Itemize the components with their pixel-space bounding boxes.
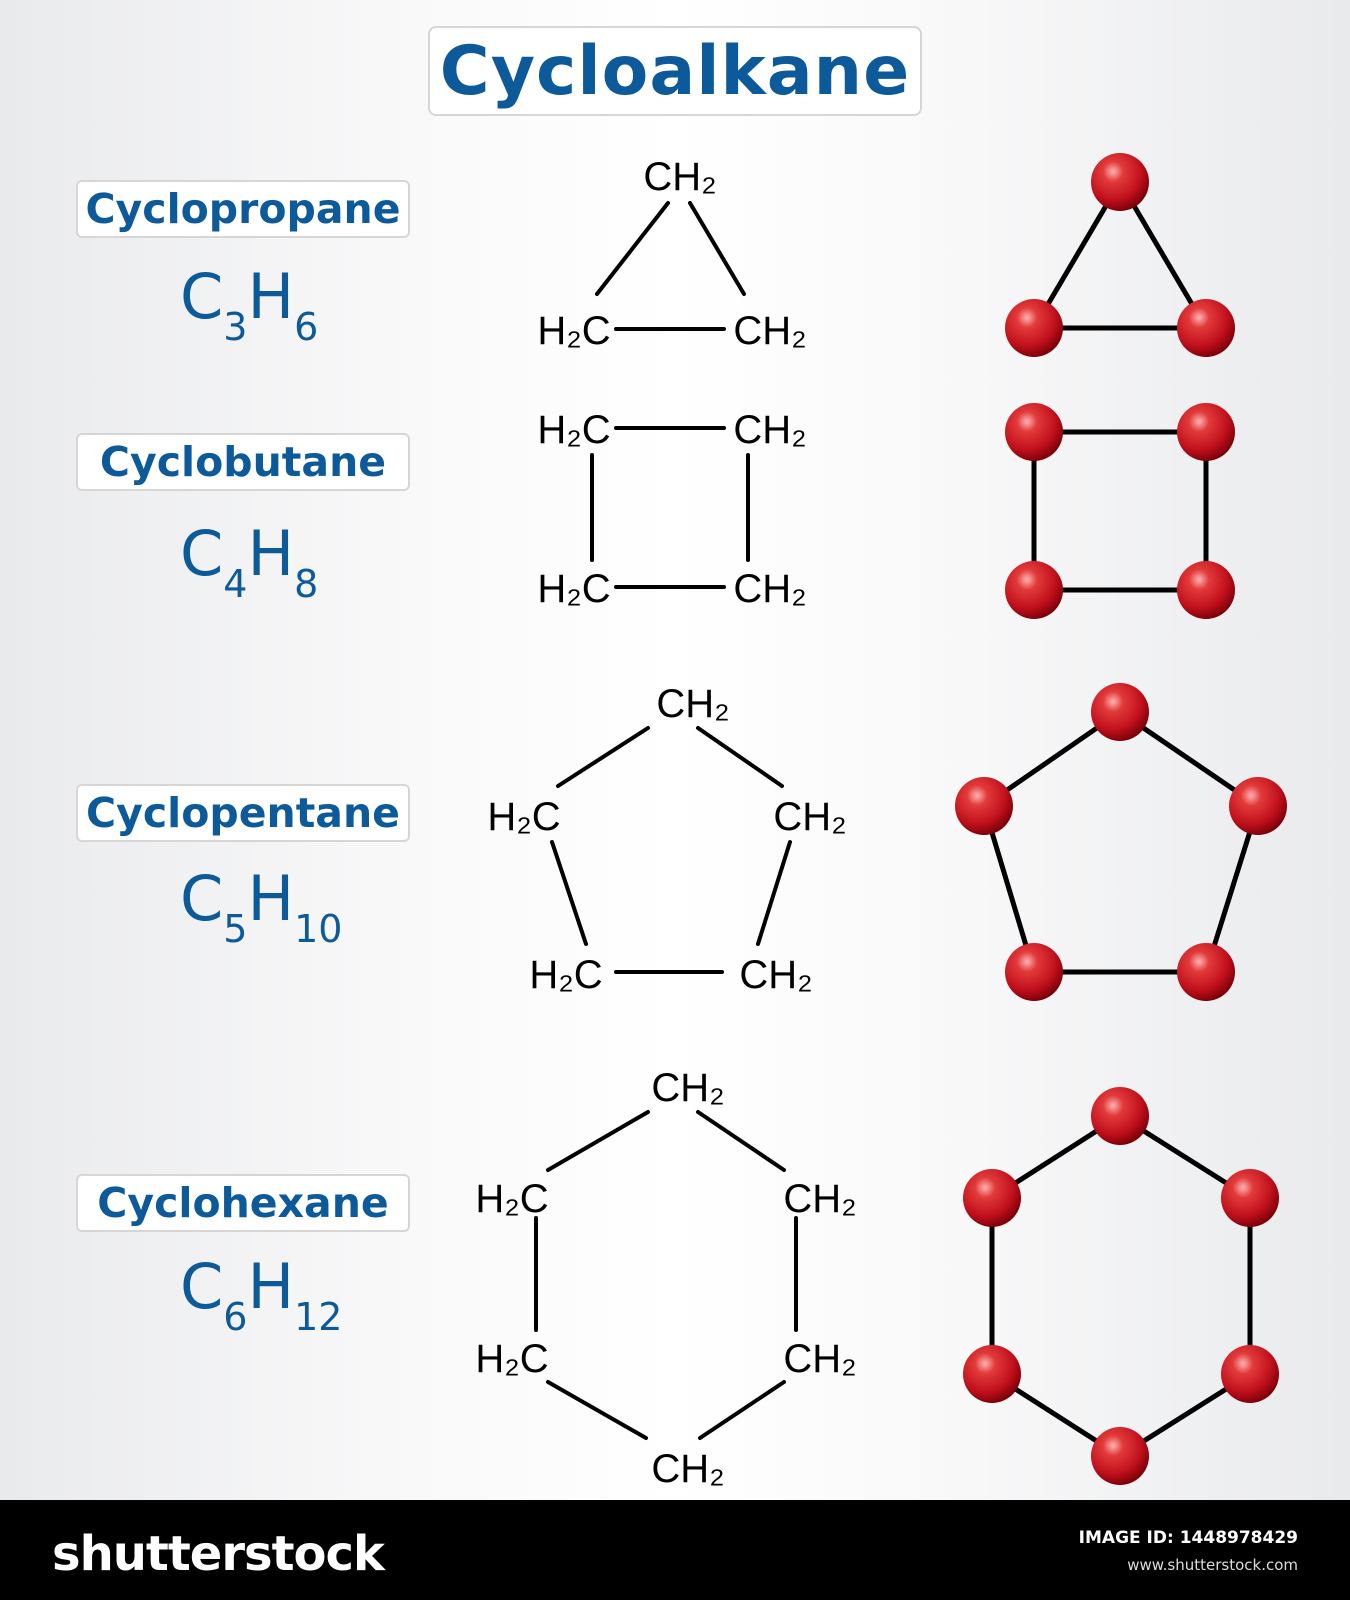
atom-ball bbox=[1221, 1345, 1279, 1403]
atom-ball bbox=[963, 1345, 1021, 1403]
atom-ball bbox=[1005, 299, 1063, 357]
group-label: H₂C bbox=[529, 953, 602, 997]
bond-line bbox=[696, 1110, 786, 1172]
group-label: CH₂ bbox=[733, 309, 806, 353]
bond-line bbox=[698, 1380, 786, 1440]
bond-line bbox=[756, 840, 792, 946]
group-label: CH₂ bbox=[739, 953, 812, 997]
atom-ball bbox=[1005, 561, 1063, 619]
group-label: CH₂ bbox=[643, 155, 716, 199]
formula-cyclohexane: C6H12 bbox=[180, 1250, 343, 1339]
atom-ball bbox=[1091, 1087, 1149, 1145]
title-text: Cycloalkane bbox=[439, 31, 911, 111]
atom-ball bbox=[1091, 153, 1149, 211]
group-label: CH₂ bbox=[651, 1447, 724, 1491]
bond-line bbox=[550, 840, 588, 946]
group-label: CH₂ bbox=[651, 1066, 724, 1110]
atom-ball bbox=[1221, 1169, 1279, 1227]
site-url-text: www.shutterstock.com bbox=[1127, 1556, 1298, 1574]
bond-line bbox=[595, 201, 670, 296]
compound-name-cyclopentane: Cyclopentane bbox=[76, 784, 410, 842]
bond-line bbox=[981, 708, 1261, 975]
group-label: CH₂ bbox=[783, 1337, 856, 1381]
group-label: H₂C bbox=[487, 795, 560, 839]
group-label: H₂C bbox=[537, 567, 610, 611]
atom-ball bbox=[1177, 403, 1235, 461]
bond-line bbox=[546, 1110, 650, 1172]
atom-ball bbox=[1177, 943, 1235, 1001]
atom-ball bbox=[1091, 1427, 1149, 1485]
compound-name-cyclopropane: Cyclopropane bbox=[76, 180, 410, 238]
bond-line bbox=[1029, 177, 1211, 331]
group-label: CH₂ bbox=[733, 567, 806, 611]
group-label: CH₂ bbox=[783, 1177, 856, 1221]
structures-diagram: CH₂ H₂C CH₂ H₂C CH₂ H₂C CH₂ CH₂ H₂C CH₂ … bbox=[475, 153, 1287, 1491]
atom-ball bbox=[1177, 561, 1235, 619]
group-label: H₂C bbox=[475, 1177, 548, 1221]
bond-line bbox=[688, 201, 746, 296]
atom-ball bbox=[963, 1169, 1021, 1227]
atom-ball bbox=[1177, 299, 1235, 357]
group-label: CH₂ bbox=[656, 682, 729, 726]
formula-cyclopentane: C5H10 bbox=[180, 862, 343, 951]
formula-cyclopropane: C3H6 bbox=[180, 260, 319, 349]
brand-logo: shutterstock bbox=[52, 1526, 385, 1582]
atom-ball bbox=[955, 777, 1013, 835]
group-label: H₂C bbox=[475, 1337, 548, 1381]
compound-name-cyclobutane: Cyclobutane bbox=[76, 433, 410, 491]
atom-ball bbox=[1229, 777, 1287, 835]
bond-line bbox=[989, 1113, 1253, 1459]
group-label: H₂C bbox=[537, 309, 610, 353]
bond-line bbox=[546, 1380, 648, 1440]
formula-cyclobutane: C4H8 bbox=[180, 517, 319, 606]
bond-line bbox=[556, 726, 650, 788]
page-title: Cycloalkane bbox=[428, 26, 922, 116]
group-label: CH₂ bbox=[773, 795, 846, 839]
atom-ball bbox=[1005, 943, 1063, 1001]
group-label: CH₂ bbox=[733, 408, 806, 452]
atom-ball bbox=[1091, 683, 1149, 741]
group-label: H₂C bbox=[537, 408, 610, 452]
bond-line bbox=[696, 726, 784, 788]
image-id-text: IMAGE ID: 1448978429 bbox=[1078, 1528, 1298, 1548]
footer-bar: shutterstock IMAGE ID: 1448978429 www.sh… bbox=[0, 1500, 1350, 1600]
bond-line bbox=[1031, 429, 1209, 593]
compound-name-cyclohexane: Cyclohexane bbox=[76, 1174, 410, 1232]
atom-ball bbox=[1005, 403, 1063, 461]
